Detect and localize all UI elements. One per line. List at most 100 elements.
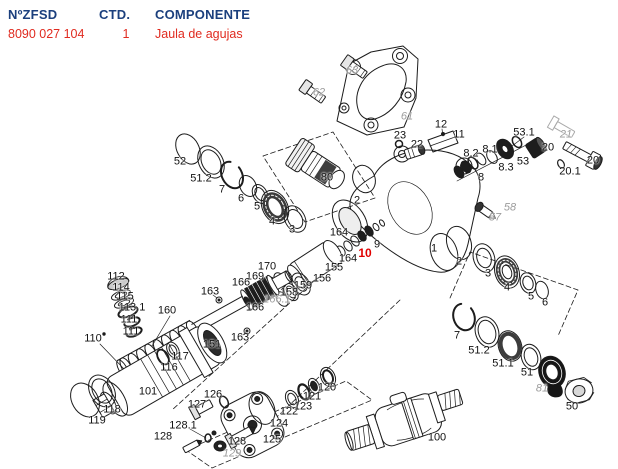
- part-label-53_1[interactable]: 53.1: [513, 126, 535, 139]
- part-label-51_2[interactable]: 51.2: [468, 344, 490, 357]
- part-label-6[interactable]: 6: [237, 192, 245, 205]
- part-label-1[interactable]: 1: [430, 242, 438, 255]
- part-label-170[interactable]: 170: [257, 260, 277, 273]
- part-label-4[interactable]: 4: [268, 215, 276, 228]
- part-label-128[interactable]: 128: [153, 430, 173, 443]
- part-label-114[interactable]: 114: [112, 281, 130, 294]
- part-80-valve-unit: [285, 138, 345, 190]
- part-label-3[interactable]: 3: [484, 267, 492, 280]
- part-label-12[interactable]: 12: [434, 118, 448, 131]
- part-label-20[interactable]: 20: [586, 154, 600, 167]
- part-label-128[interactable]: 128: [227, 435, 247, 448]
- part-label-21[interactable]: 21: [559, 128, 573, 141]
- quantity-cell: 1: [122, 27, 130, 41]
- part-label-8_3[interactable]: 8.3: [498, 161, 514, 174]
- part-label-53[interactable]: 53: [516, 155, 530, 168]
- part-label-23[interactable]: 23: [393, 129, 407, 142]
- part-label-128_1[interactable]: 128.1: [169, 419, 197, 432]
- part-label-119[interactable]: 119: [88, 414, 106, 427]
- part-label-51_1[interactable]: 51.1: [492, 357, 514, 370]
- part-5-ring-right: [519, 272, 537, 294]
- part-label-5[interactable]: 5: [527, 290, 535, 303]
- part-20-bolt: [562, 141, 603, 170]
- part-label-51[interactable]: 51: [520, 366, 534, 379]
- part-label-163[interactable]: 163: [230, 331, 250, 344]
- part-label-166[interactable]: 166: [231, 276, 251, 289]
- part-label-6[interactable]: 6: [541, 296, 549, 309]
- part-label-7[interactable]: 7: [453, 329, 461, 342]
- part-label-8_2[interactable]: 8.2: [463, 147, 479, 160]
- part-label-163[interactable]: 163: [200, 285, 220, 298]
- part-8-53-seal-chain: [453, 135, 523, 179]
- part-label-125[interactable]: 125: [262, 433, 282, 446]
- part-label-22[interactable]: 22: [410, 138, 424, 151]
- part-label-8[interactable]: 8: [477, 171, 485, 184]
- part-label-100[interactable]: 100: [427, 431, 447, 444]
- part-label-20[interactable]: 20: [541, 141, 555, 154]
- part-label-166[interactable]: 166: [245, 301, 265, 314]
- part-label-120[interactable]: 120: [317, 381, 337, 394]
- part-label-8_1[interactable]: 8.1: [482, 143, 498, 156]
- part-label-7[interactable]: 7: [218, 183, 226, 196]
- part-label-50[interactable]: 50: [565, 400, 579, 413]
- part-label-20_1[interactable]: 20.1: [559, 165, 581, 178]
- part-label-118[interactable]: 118: [103, 403, 121, 416]
- part-label-155[interactable]: 155: [324, 261, 344, 274]
- part-label-121[interactable]: 121: [302, 390, 322, 403]
- part-label-160[interactable]: 160: [157, 304, 177, 317]
- part-label-81[interactable]: 81: [535, 382, 549, 395]
- part-label-117[interactable]: 117: [171, 350, 189, 363]
- part-label-10[interactable]: 10: [358, 246, 372, 260]
- part-label-2[interactable]: 2: [353, 194, 361, 207]
- component-name-cell[interactable]: Jaula de agujas: [155, 27, 243, 41]
- part-label-51_2[interactable]: 51.2: [190, 172, 212, 185]
- part-label-61[interactable]: 61: [400, 110, 414, 123]
- part-63-bolt: [340, 54, 368, 79]
- part-label-4[interactable]: 4: [503, 281, 511, 294]
- part-label-58[interactable]: 58: [503, 201, 517, 214]
- column-header-component: COMPONENTE: [155, 7, 251, 22]
- part-label-101[interactable]: 101: [138, 385, 158, 398]
- part-116-117-rings: [156, 341, 180, 366]
- part-label-164[interactable]: 164: [329, 226, 349, 239]
- part-label-57[interactable]: 57: [488, 211, 502, 224]
- part-label-151[interactable]: 151: [202, 338, 222, 351]
- part-label-11[interactable]: 11: [453, 128, 465, 141]
- part-163-balls: [215, 296, 251, 335]
- part-4-bearing-right: [494, 255, 520, 289]
- part-label-5[interactable]: 5: [253, 200, 261, 213]
- part-label-2[interactable]: 2: [455, 255, 463, 268]
- part-label-80[interactable]: 80: [320, 171, 334, 184]
- part-label-52[interactable]: 52: [173, 155, 187, 168]
- part-label-110[interactable]: 110: [84, 332, 102, 345]
- part-label-111[interactable]: 111: [122, 325, 140, 338]
- part-label-164[interactable]: 164: [338, 252, 358, 265]
- part-label-156[interactable]: 156: [312, 272, 332, 285]
- part-label-124[interactable]: 124: [269, 417, 289, 430]
- part-number-cell[interactable]: 8090 027 104: [8, 27, 85, 41]
- part-label-9[interactable]: 9: [373, 238, 381, 251]
- part-label-112[interactable]: 112: [107, 270, 125, 283]
- part-label-111[interactable]: 111: [120, 313, 138, 326]
- part-label-158[interactable]: 158: [279, 286, 299, 299]
- part-label-62[interactable]: 62: [312, 86, 326, 99]
- part-label-63[interactable]: 63: [345, 64, 359, 77]
- part-118-119-o-rings: [70, 374, 116, 418]
- part-label-159[interactable]: 159: [293, 279, 313, 292]
- part-label-169[interactable]: 169: [245, 270, 265, 283]
- part-label-127[interactable]: 127: [187, 398, 207, 411]
- part-label-115[interactable]: 115: [116, 290, 134, 303]
- part-label-166_1[interactable]: 166.1: [263, 293, 291, 306]
- part-label-116[interactable]: 116: [160, 361, 178, 374]
- part-label-126[interactable]: 126: [203, 388, 223, 401]
- part-label-3[interactable]: 3: [288, 223, 296, 236]
- part-label-123[interactable]: 123: [293, 400, 313, 413]
- part-156-159-158-rings: [275, 272, 311, 307]
- part-label-122[interactable]: 122: [279, 405, 299, 418]
- part-label-129[interactable]: 129: [222, 447, 242, 460]
- part-20-1-washer: [557, 159, 565, 169]
- part-100-valve-assembly: [344, 388, 464, 451]
- part-11-adjust-plate: [427, 130, 459, 153]
- part-label-113_1[interactable]: 113.1: [118, 301, 146, 314]
